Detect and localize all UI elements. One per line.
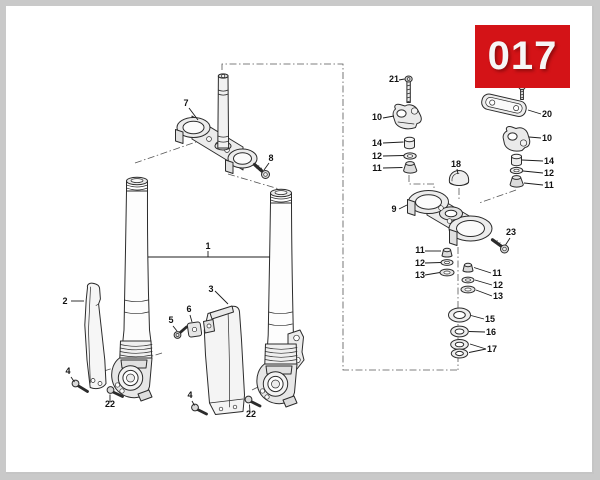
callout-label-16: 16	[486, 327, 496, 337]
part-cone-11-left	[403, 161, 418, 174]
callout-label-14-left: 14	[372, 138, 382, 148]
part-bolt-23	[490, 238, 509, 254]
callout-label-6: 6	[186, 304, 191, 314]
callout-label-7: 7	[183, 98, 188, 108]
part-stack-left-11-12-13	[439, 247, 455, 277]
part-handlebar-clamp-plate	[481, 93, 527, 117]
callout-label-11-stack-right: 11	[492, 268, 502, 278]
callout-label-10-right: 10	[542, 133, 552, 143]
callout-label-3: 3	[208, 284, 213, 294]
part-washer-15	[448, 307, 471, 323]
part-upper-triple-clamp	[175, 73, 258, 174]
callout-label-14-right: 14	[544, 156, 554, 166]
part-washer-12-left	[403, 152, 417, 160]
callout-label-18: 18	[451, 159, 461, 169]
part-washer-16	[450, 325, 469, 338]
part-washer-12-right	[509, 166, 524, 175]
callout-label-17: 17	[487, 344, 497, 354]
callout-label-4-left: 4	[65, 366, 70, 376]
part-bolt-21	[404, 75, 413, 103]
callout-label-12-left: 12	[372, 151, 382, 161]
part-bolt-5	[173, 325, 188, 339]
callout-label-13-stack-left: 13	[415, 270, 425, 280]
part-screw-22-left	[106, 386, 124, 398]
callout-label-4-right: 4	[187, 390, 192, 400]
callout-label-2: 2	[62, 296, 67, 306]
callout-label-22-left: 22	[105, 399, 115, 409]
part-fork-leg-right	[256, 188, 305, 408]
callout-label-12-right: 12	[544, 168, 554, 178]
callout-label-12-stack-left: 12	[415, 258, 425, 268]
part-screw-22-right	[244, 395, 262, 408]
callout-label-23: 23	[506, 227, 516, 237]
callout-label-21: 21	[389, 74, 399, 84]
part-screw-4-right	[191, 403, 208, 416]
part-bushing-14-right	[511, 153, 522, 167]
part-stack-right-11-12-13	[460, 262, 476, 294]
callout-label-5: 5	[168, 315, 173, 325]
part-screw-4-left	[71, 379, 89, 393]
part-pinch-bolt-8	[252, 162, 270, 179]
callout-label-15: 15	[485, 314, 495, 324]
callout-label-20: 20	[542, 109, 552, 119]
callout-1-connector	[148, 251, 270, 258]
callout-label-1: 1	[205, 241, 210, 251]
leader-lines	[70, 78, 544, 413]
part-cone-11-right	[509, 175, 524, 188]
callout-label-22-right: 22	[246, 409, 256, 419]
callout-label-9: 9	[391, 204, 396, 214]
part-handlebar-holder-left	[392, 103, 422, 130]
plate-number-text: 017	[487, 34, 558, 78]
part-protector-clamp-6	[186, 321, 203, 338]
part-lower-triple-clamp	[407, 190, 493, 246]
part-cap-18	[448, 170, 470, 186]
callout-label-13-stack-right: 13	[493, 291, 503, 301]
callout-label-11-right: 11	[544, 180, 554, 190]
plate-number-badge: 017	[475, 25, 570, 88]
callout-label-11-left: 11	[372, 163, 382, 173]
callout-label-11-stack-left: 11	[415, 245, 425, 255]
part-fork-protector-right	[203, 305, 245, 415]
part-bushing-14-left	[404, 136, 415, 150]
callout-labels: 7 8 1 2 3 5 6 4 22 4 22 21 10 14 12 11 1…	[62, 74, 554, 419]
part-fork-protector-left	[84, 282, 107, 390]
callout-label-8: 8	[268, 153, 273, 163]
part-fork-leg-left	[111, 176, 153, 402]
part-washer-pair-17	[450, 339, 469, 359]
callout-label-12-stack-right: 12	[493, 280, 503, 290]
callout-label-10-left: 10	[372, 112, 382, 122]
part-handlebar-holder-right	[502, 126, 531, 152]
